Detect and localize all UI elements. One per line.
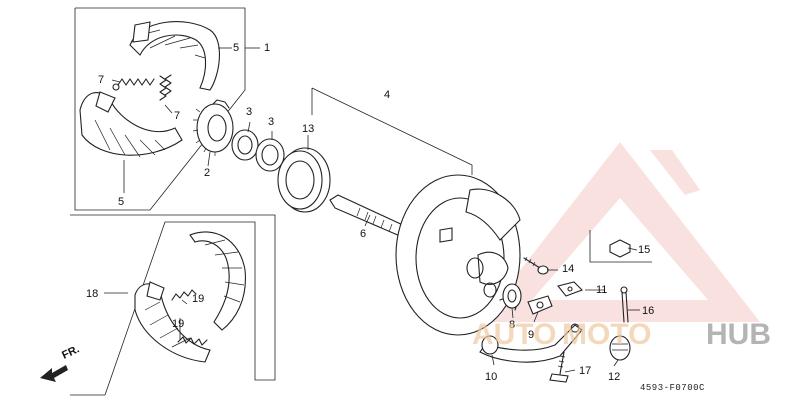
washer-3a: [231, 129, 259, 161]
callouts: 1 5 5 7 7 2 3 3 13 4 6 15 14 11 16 8 9 1…: [86, 42, 654, 383]
bolt-14: [523, 256, 549, 275]
spring-lower: [159, 74, 172, 101]
kit-box-18: [70, 214, 276, 396]
arm-10: [479, 323, 583, 363]
brake-shoe-upper: [129, 21, 221, 91]
callout-3a: 3: [246, 106, 252, 118]
spring-19-lower: [177, 336, 208, 346]
watermark-text: AUTO MOTO HUB: [472, 318, 771, 351]
callout-12: 12: [608, 371, 620, 383]
callout-17: 17: [579, 365, 591, 377]
callout-19-lower: 19: [172, 318, 184, 330]
spring-19-upper: [171, 289, 197, 301]
gear-part-2: [192, 99, 234, 156]
spring-upper: [112, 78, 155, 91]
front-marker-label: FR.: [60, 343, 81, 361]
callout-10: 10: [485, 371, 497, 383]
callout-15: 15: [638, 244, 650, 256]
kit-box-15: [589, 230, 652, 263]
shoe-set-18-upper: [189, 231, 246, 331]
bolt-17: [549, 351, 569, 383]
callout-8: 8: [509, 319, 515, 331]
brake-shoe-lower: [79, 91, 183, 158]
callout-11: 11: [596, 284, 607, 296]
callout-9: 9: [528, 329, 534, 341]
dust-seal-13: [277, 147, 331, 213]
watermark-logo: [480, 142, 760, 322]
callout-14: 14: [562, 263, 574, 275]
front-arrow-icon: [40, 365, 68, 382]
shoe-set-18-lower: [134, 281, 211, 363]
watermark-moto: MOTO: [562, 318, 651, 351]
washer-3b: [255, 138, 285, 172]
watermark-hub: HUB: [706, 318, 771, 351]
callout-3b: 3: [268, 116, 274, 128]
callout-7-lower: 7: [174, 110, 180, 122]
watermark-auto: AUTO: [472, 318, 556, 351]
kit-box-1: [74, 7, 246, 211]
sensor-12: [609, 335, 631, 361]
callout-16: 16: [642, 305, 654, 317]
callout-18: 18: [86, 288, 98, 300]
callout-2: 2: [204, 167, 210, 179]
brake-panel-4: [395, 174, 521, 336]
callout-6: 6: [360, 228, 366, 240]
seal-8: [502, 283, 522, 309]
callout-5-upper: 5: [233, 42, 239, 54]
nut-15: [609, 239, 631, 258]
leader-lines: [104, 47, 640, 373]
callout-19-upper: 19: [192, 293, 204, 305]
indicator-plate-11: [557, 281, 583, 297]
callout-7-upper: 7: [98, 74, 104, 86]
drawing-code: 4593-F0700C: [640, 383, 705, 393]
callout-5-lower: 5: [118, 196, 124, 208]
callout-4: 4: [384, 89, 390, 101]
arm-9: [527, 295, 553, 315]
pin-16: [620, 286, 629, 323]
callout-13: 13: [302, 123, 314, 135]
callout-1: 1: [264, 42, 270, 54]
